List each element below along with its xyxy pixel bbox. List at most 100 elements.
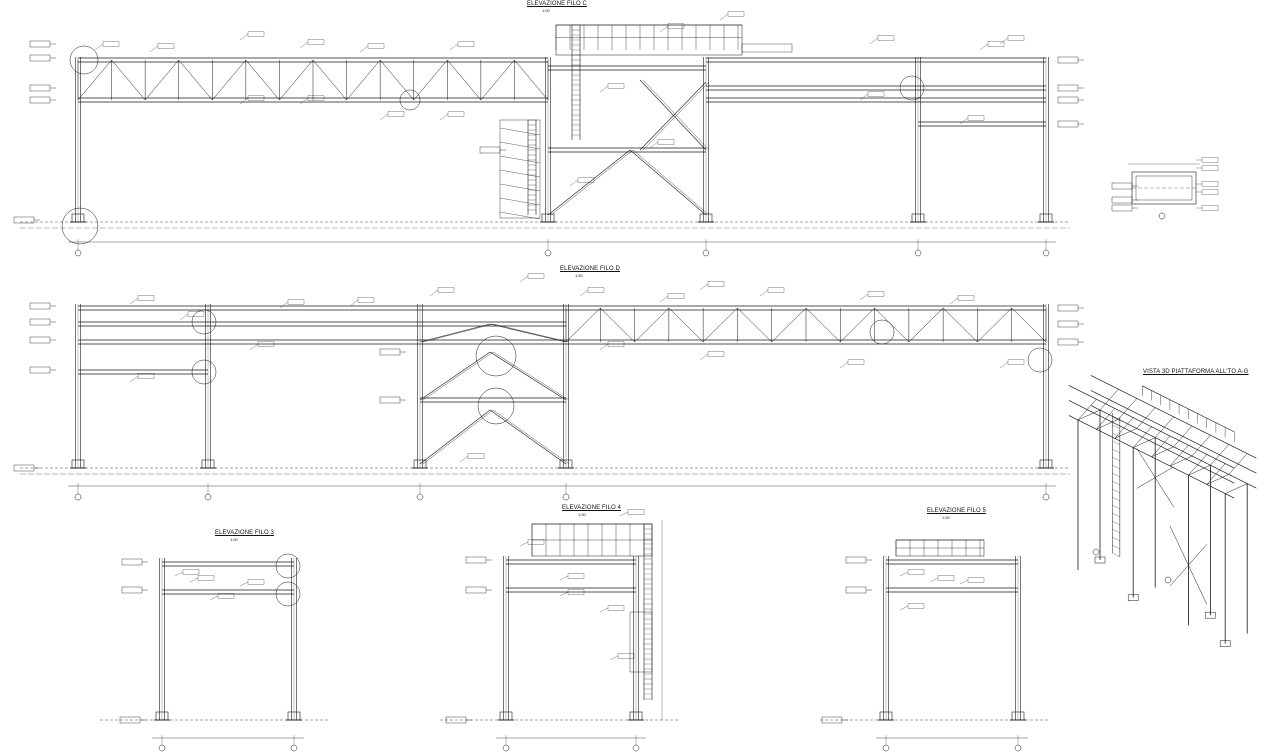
stair-step: [499, 197, 541, 206]
grid-bubble: [1092, 548, 1100, 556]
truss-diagonal: [77, 59, 112, 101]
iso-member: [1169, 455, 1193, 467]
title-filo-4: ELEVAZIONE FILO 4: [562, 505, 621, 511]
level-tag: [1057, 56, 1079, 64]
truss-diagonal: [245, 59, 280, 101]
view-3d-platform: [1068, 375, 1257, 647]
stair-cage: [629, 611, 653, 673]
iso-member: [1112, 528, 1120, 533]
truss-diagonal: [312, 59, 347, 101]
brace: [419, 409, 491, 465]
leader-line: [179, 313, 189, 321]
detail-circle: [399, 89, 421, 111]
level-tag: [29, 318, 51, 326]
tag-box: [577, 177, 595, 183]
iso-member: [1112, 552, 1120, 557]
iso-member: [1112, 504, 1120, 509]
iso-member: [1206, 463, 1226, 485]
stair-step: [499, 141, 541, 150]
leader-line: [599, 85, 609, 93]
leader-line: [719, 13, 729, 21]
tag-box: [877, 35, 895, 41]
elevation-filo-d: [13, 273, 1084, 501]
brace: [419, 351, 491, 401]
iso-member: [1112, 496, 1120, 501]
truss-diagonal: [908, 307, 944, 343]
tag-box: [1201, 181, 1219, 187]
brace: [489, 351, 567, 401]
brace: [489, 409, 567, 465]
detail-circle: [475, 335, 517, 377]
level-tag: [479, 146, 501, 154]
tag-box: [767, 287, 785, 293]
truss-diagonal: [942, 307, 978, 343]
leader-line: [239, 97, 249, 105]
leader-line: [699, 283, 709, 291]
grid-bubble: [1158, 212, 1166, 220]
leader-line: [659, 295, 669, 303]
base-block: [1205, 611, 1216, 619]
level-tag: [121, 558, 143, 566]
iso-member: [1112, 416, 1120, 421]
leader-line: [149, 45, 159, 53]
grid-bubble: [502, 744, 510, 752]
tag-box: [257, 341, 275, 347]
scale-filo-4: 1:50: [578, 512, 586, 517]
leader-line: [959, 117, 969, 125]
iso-member: [1151, 446, 1174, 458]
leader-line: [174, 571, 184, 577]
leader-line: [359, 45, 369, 53]
platform-extension: [741, 43, 793, 53]
iso-member: [1068, 400, 1235, 484]
leader-line: [449, 43, 459, 51]
iso-member: [1112, 464, 1120, 469]
level-tag: [1057, 120, 1079, 128]
grid-bubble: [74, 249, 82, 257]
stair-step: [499, 155, 541, 164]
brace: [639, 79, 707, 151]
detail-circle: [275, 553, 301, 579]
truss-diagonal: [514, 59, 549, 101]
level-tag: [465, 556, 487, 564]
tag-box: [627, 509, 645, 515]
tag-box: [357, 297, 375, 303]
grid-bubble: [1042, 493, 1050, 501]
leader-line: [569, 179, 579, 187]
brace: [639, 81, 707, 151]
tag-box: [607, 83, 625, 89]
iso-member: [1118, 398, 1137, 420]
tag-box: [907, 603, 925, 609]
tag-box: [1201, 205, 1219, 211]
level-tag: [845, 586, 867, 594]
tag-box: [307, 95, 325, 101]
base-block: [1127, 594, 1139, 601]
truss-diagonal: [178, 59, 213, 101]
iso-member: [1169, 445, 1189, 467]
brace: [642, 81, 710, 151]
iso-member: [1096, 408, 1115, 430]
tag-box: [867, 91, 885, 97]
leader-line: [429, 289, 439, 297]
stair-step: [499, 183, 541, 192]
leader-line: [559, 575, 569, 581]
level-tag: [121, 586, 143, 594]
grid-bubble: [158, 744, 166, 752]
tag-box: [867, 291, 885, 297]
truss-diagonal: [144, 59, 179, 101]
detail-circle: [61, 207, 99, 245]
grid-bubble: [416, 493, 424, 501]
level-tag: [465, 586, 487, 594]
truss-diagonal: [805, 307, 841, 343]
brace: [492, 409, 570, 465]
brace: [422, 323, 494, 343]
brace: [629, 149, 707, 216]
leader-line: [189, 577, 199, 583]
level-tag: [379, 396, 401, 404]
level-tag: [1057, 338, 1079, 346]
brace: [492, 351, 570, 401]
leader-line: [519, 541, 529, 547]
elevation-filo-c: [13, 11, 1084, 257]
tag-box: [527, 539, 545, 545]
scale-filo-3: 1:50: [230, 537, 238, 542]
leader-line: [859, 93, 869, 101]
